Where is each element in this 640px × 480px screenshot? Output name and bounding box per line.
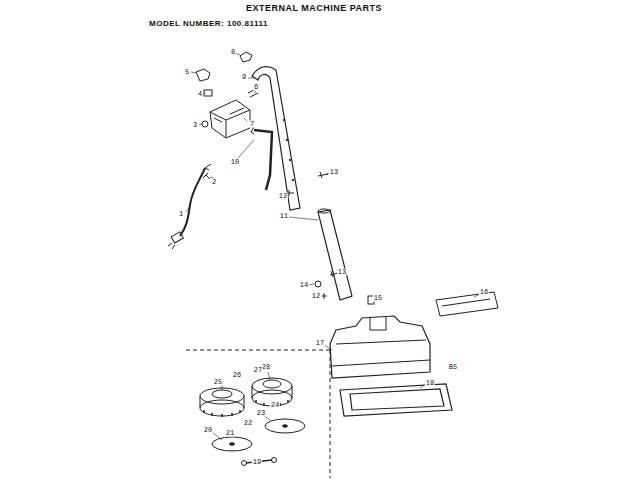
cord-clip — [210, 100, 250, 138]
callout-number: 12 — [278, 193, 288, 200]
callout-number: 17 — [315, 340, 325, 347]
callout-number: 1 — [178, 211, 184, 218]
callout-number: 11 — [279, 213, 289, 220]
screw — [203, 173, 210, 179]
callout-number: 13 — [337, 269, 347, 276]
pad-disc — [212, 437, 252, 451]
callout-number: 10 — [230, 159, 240, 166]
upper-handle — [252, 67, 300, 210]
callout-number: 14 — [299, 282, 309, 289]
callout-number: 16 — [479, 289, 489, 296]
callout-number: 24 — [270, 402, 280, 409]
callout-number: 19 — [252, 459, 262, 466]
hose — [254, 130, 272, 190]
callout-number: 20 — [203, 427, 213, 434]
callout-number: 27 — [253, 367, 263, 374]
callout-number: 4 — [197, 91, 203, 98]
callout-number: 26 — [232, 372, 242, 379]
scrub-brush — [200, 388, 244, 417]
callout-number: 5 — [184, 69, 190, 76]
callout-number: 22 — [243, 420, 253, 427]
callout-number: 25 — [213, 379, 223, 386]
callout-number: 7 — [249, 121, 255, 128]
callout-number: 3 — [192, 122, 198, 129]
callout-number: 12 — [311, 293, 321, 300]
callout-number: 21 — [225, 430, 235, 437]
callout-number: 23 — [256, 410, 266, 417]
model-number: MODEL NUMBER: 100.81111 — [148, 20, 269, 28]
callout-number: 8 — [230, 49, 236, 56]
callout-number: 18 — [425, 380, 435, 387]
tray — [436, 292, 498, 316]
power-cord — [180, 168, 205, 236]
callout-number: 15 — [373, 295, 383, 302]
callout-number: 6 — [253, 84, 259, 91]
callout-number: 2 — [211, 179, 217, 186]
motor-housing — [330, 316, 430, 378]
kit-boundary — [186, 350, 330, 478]
callout-number: B5 — [448, 364, 458, 371]
sheet-title: EXTERNAL MACHINE PARTS — [246, 3, 382, 13]
base-pad — [340, 384, 452, 416]
callout-number: 13 — [329, 169, 339, 176]
pad-disc — [265, 419, 305, 433]
lower-handle — [318, 210, 352, 300]
callout-number: 9 — [241, 74, 247, 81]
